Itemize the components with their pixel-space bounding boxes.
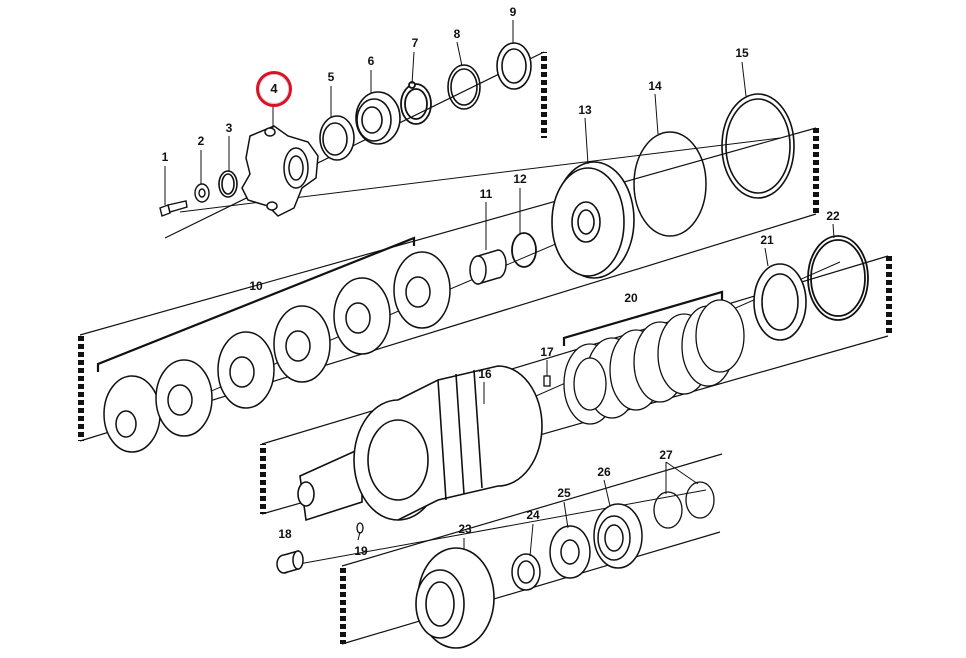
part-label-15: 15 xyxy=(735,46,749,60)
seal-14 xyxy=(633,131,707,237)
part-label-8: 8 xyxy=(453,27,461,41)
bracket-20 xyxy=(562,290,724,346)
part-label-27: 27 xyxy=(659,448,673,462)
washer-2 xyxy=(194,183,210,203)
part-label-16: 16 xyxy=(478,367,492,381)
washers-10 xyxy=(103,251,451,453)
snap-ring-7 xyxy=(400,81,432,125)
part-label-3: 3 xyxy=(225,121,233,135)
highlight-circle-part-4[interactable]: 4 xyxy=(256,71,292,107)
plate-21 xyxy=(753,263,807,341)
part-label-4: 4 xyxy=(270,81,278,96)
washer-25 xyxy=(549,525,591,579)
part-label-1: 1 xyxy=(161,150,169,164)
bearing-6 xyxy=(355,91,401,145)
part-label-14: 14 xyxy=(648,79,662,93)
bearing-24 xyxy=(511,553,541,591)
part-label-26: 26 xyxy=(597,465,611,479)
clutch-drum-16 xyxy=(297,365,543,522)
rings-27 xyxy=(653,481,715,529)
part-label-21: 21 xyxy=(760,233,774,247)
ring-8 xyxy=(447,64,481,110)
yoke-4 xyxy=(241,125,319,217)
part-label-22: 22 xyxy=(826,209,840,223)
part-label-24: 24 xyxy=(526,508,540,522)
part-label-11: 11 xyxy=(479,187,493,201)
piston-13 xyxy=(551,161,635,279)
o-ring-3 xyxy=(218,170,238,198)
part-label-6: 6 xyxy=(367,54,375,68)
part-label-12: 12 xyxy=(513,172,527,186)
o-ring-12 xyxy=(511,232,537,268)
snap-ring-22 xyxy=(807,235,869,321)
ring-9 xyxy=(496,42,532,90)
part-label-7: 7 xyxy=(411,36,419,50)
bolt-1 xyxy=(159,200,188,217)
part-label-20: 20 xyxy=(624,291,638,305)
plug-18 xyxy=(276,550,304,574)
bushing-11 xyxy=(469,249,507,286)
seal-5 xyxy=(319,115,355,161)
part-label-2: 2 xyxy=(197,134,205,148)
part-label-18: 18 xyxy=(278,527,292,541)
part-label-5: 5 xyxy=(327,70,335,84)
part-label-25: 25 xyxy=(557,486,571,500)
part-label-10: 10 xyxy=(249,279,263,293)
part-label-13: 13 xyxy=(578,103,592,117)
gear-23 xyxy=(415,547,495,649)
part-label-23: 23 xyxy=(458,522,472,536)
o-ring-19 xyxy=(356,522,364,534)
part-label-17: 17 xyxy=(540,345,554,359)
pin-17 xyxy=(543,375,551,387)
part-label-19: 19 xyxy=(354,544,368,558)
leader-lines xyxy=(164,20,835,557)
group-bracket-1 xyxy=(164,51,547,239)
part-label-9: 9 xyxy=(509,5,517,19)
seal-15 xyxy=(721,93,795,199)
bearing-26 xyxy=(593,503,643,569)
bracket-10 xyxy=(96,236,416,372)
clutch-pack-20 xyxy=(563,299,745,425)
